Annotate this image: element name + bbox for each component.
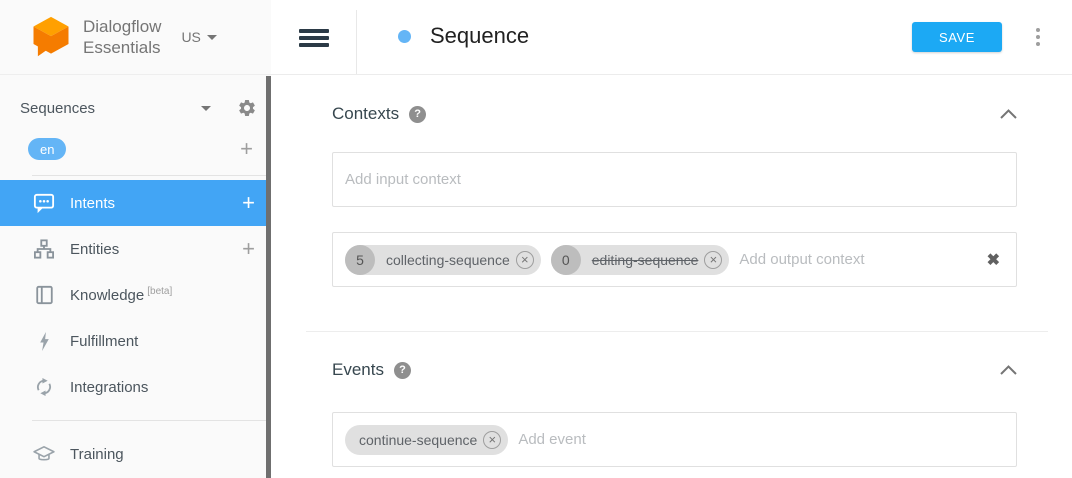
sidebar-item-label: Training bbox=[70, 445, 124, 463]
agent-selector-row: Sequences bbox=[0, 85, 271, 131]
page-title: Sequence bbox=[430, 23, 530, 48]
sidebar: Dialogflow Essentials US Sequences en + bbox=[0, 0, 271, 478]
chip-label: collecting-sequence bbox=[386, 251, 510, 268]
gear-icon[interactable] bbox=[237, 98, 257, 118]
sidebar-item-label: Integrations bbox=[70, 378, 149, 396]
dialogflow-logo-icon bbox=[33, 16, 69, 57]
chip-lifespan: 0 bbox=[550, 244, 581, 275]
topbar: Sequence SAVE bbox=[271, 0, 1072, 75]
topbar-divider bbox=[356, 10, 357, 74]
sidebar-scrollbar[interactable] bbox=[266, 76, 271, 478]
collapse-contexts-button[interactable] bbox=[1000, 109, 1017, 119]
sidebar-item-label: Knowledge[beta] bbox=[70, 286, 173, 304]
sidebar-divider bbox=[32, 175, 271, 176]
beta-badge: [beta] bbox=[147, 286, 173, 297]
save-button[interactable]: SAVE bbox=[912, 22, 1002, 52]
events-title: Events bbox=[332, 360, 384, 379]
add-entity-button[interactable]: + bbox=[242, 236, 255, 261]
more-options-icon[interactable] bbox=[1034, 26, 1042, 48]
event-chip[interactable]: continue-sequence × bbox=[345, 424, 509, 455]
chip-remove-icon[interactable]: × bbox=[483, 430, 502, 449]
help-icon[interactable]: ? bbox=[409, 105, 427, 123]
sidebar-item-integrations[interactable]: Integrations bbox=[0, 364, 271, 410]
events-section-header: Events ? bbox=[332, 360, 1017, 380]
chip-remove-icon[interactable]: × bbox=[704, 250, 723, 269]
brand-line2: Essentials bbox=[83, 38, 161, 57]
help-icon[interactable]: ? bbox=[393, 361, 411, 379]
agent-dropdown-icon[interactable] bbox=[201, 105, 211, 111]
chip-label: editing-sequence bbox=[591, 251, 699, 268]
add-intent-button[interactable]: + bbox=[242, 190, 255, 215]
chevron-down-icon bbox=[206, 34, 217, 40]
output-context-field[interactable]: 5 collecting-sequence × 0 editing-sequen… bbox=[332, 232, 1017, 287]
sidebar-item-fulfillment[interactable]: Fulfillment bbox=[0, 318, 271, 364]
chevron-up-icon bbox=[1000, 109, 1017, 119]
chevron-up-icon bbox=[1000, 365, 1017, 375]
contexts-section-header: Contexts ? bbox=[332, 104, 1017, 124]
sidebar-item-label: Entities bbox=[70, 240, 120, 258]
add-language-button[interactable]: + bbox=[240, 136, 253, 161]
sidebar-item-knowledge[interactable]: Knowledge[beta] bbox=[0, 272, 271, 318]
sidebar-item-training[interactable]: Training bbox=[0, 431, 271, 477]
hamburger-menu-icon[interactable] bbox=[299, 29, 329, 50]
language-badge[interactable]: en bbox=[28, 138, 67, 160]
sidebar-item-entities[interactable]: Entities + bbox=[0, 226, 271, 272]
input-context-field[interactable] bbox=[332, 152, 1017, 207]
fulfillment-icon bbox=[33, 330, 55, 352]
chip-remove-icon[interactable]: × bbox=[515, 250, 534, 269]
clear-contexts-icon[interactable]: ✖ bbox=[986, 251, 1000, 269]
chip-label: continue-sequence bbox=[359, 431, 478, 448]
contexts-title: Contexts bbox=[332, 104, 400, 123]
integrations-icon bbox=[33, 376, 55, 398]
language-row: en + bbox=[0, 131, 271, 167]
sidebar-item-label: Intents bbox=[70, 194, 116, 212]
output-context-chip[interactable]: 0 editing-sequence × bbox=[550, 244, 730, 275]
intent-editor: Contexts ? 5 collecting-sequence × bbox=[271, 104, 1072, 467]
logo-bar: Dialogflow Essentials US bbox=[0, 0, 271, 75]
intents-icon bbox=[33, 192, 55, 214]
collapse-events-button[interactable] bbox=[1000, 365, 1017, 375]
intent-status-dot bbox=[398, 30, 411, 43]
sidebar-item-intents[interactable]: Intents + bbox=[0, 180, 271, 226]
section-divider bbox=[306, 331, 1048, 332]
brand-line1: Dialogflow bbox=[83, 17, 162, 36]
region-label: US bbox=[181, 29, 201, 45]
chip-lifespan: 5 bbox=[345, 244, 375, 275]
main-panel: Sequence SAVE Contexts ? 5 bbox=[271, 0, 1072, 478]
output-context-chip[interactable]: 5 collecting-sequence × bbox=[345, 244, 541, 275]
sidebar-divider bbox=[32, 420, 271, 421]
sidebar-item-label: Fulfillment bbox=[70, 332, 139, 350]
input-context-input[interactable] bbox=[345, 171, 1004, 188]
knowledge-icon bbox=[33, 284, 55, 306]
output-context-input[interactable] bbox=[739, 251, 983, 268]
events-field[interactable]: continue-sequence × bbox=[332, 412, 1017, 467]
entities-icon bbox=[33, 238, 55, 260]
region-selector[interactable]: US bbox=[181, 29, 217, 45]
training-icon bbox=[33, 443, 55, 465]
agent-name[interactable]: Sequences bbox=[20, 99, 96, 117]
event-input[interactable] bbox=[518, 431, 1004, 448]
brand-name: Dialogflow Essentials bbox=[83, 16, 161, 58]
